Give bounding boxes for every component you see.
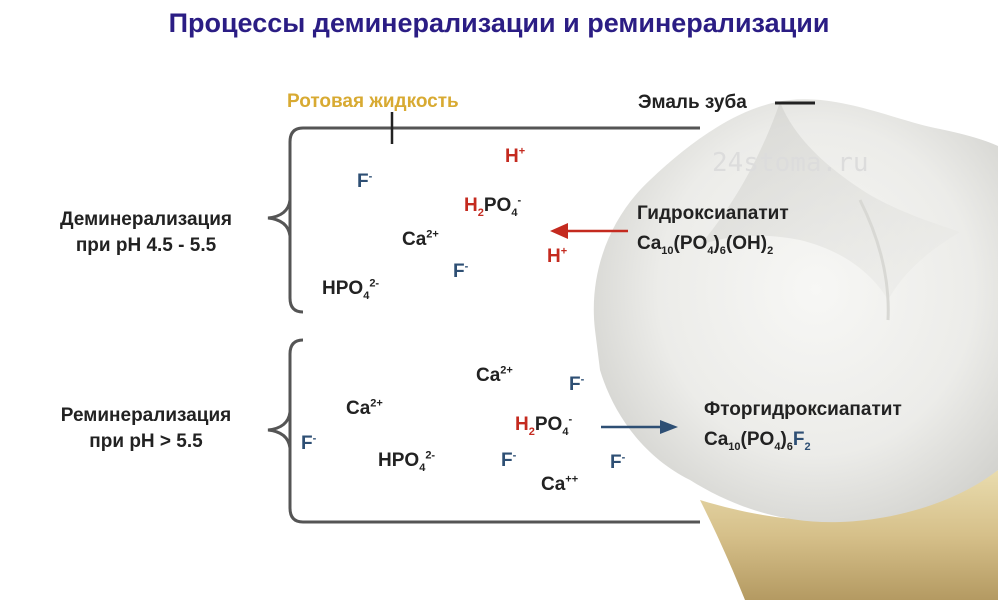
- tooth-root: [700, 470, 998, 600]
- ion-f-right: F-: [610, 451, 626, 473]
- fluorohydroxyapatite-formula: Ca10(PO4)6F2: [704, 429, 811, 453]
- ion-ca-left: Ca2+: [346, 397, 383, 419]
- fluorohydroxyapatite-name: Фторгидроксиапатит: [704, 399, 902, 420]
- ion-hpo4: HPO42-: [378, 449, 436, 474]
- ion-h-top: H+: [505, 145, 526, 167]
- remin-label-line2: при pH > 5.5: [89, 431, 203, 452]
- enamel-label: Эмаль зуба: [638, 92, 747, 113]
- remin-label-line1: Реминерализация: [60, 405, 232, 426]
- tooth-groove: [700, 102, 960, 300]
- ion-ca-low: Ca++: [541, 473, 579, 495]
- hydroxyapatite-formula: Ca10(PO4)6(OH)2: [637, 233, 774, 257]
- ion-h2po4: H2PO4-: [515, 413, 573, 438]
- ion-h2po4: H2PO4-: [464, 194, 522, 219]
- page-title: Процессы деминерализации и реминерализац…: [168, 8, 830, 38]
- ion-hpo4: HPO42-: [322, 277, 380, 302]
- ion-f-top: F-: [569, 373, 585, 395]
- tooth-crown: [593, 99, 998, 523]
- ion-h-mid: H+: [547, 245, 568, 267]
- ion-f-mid: F-: [453, 260, 469, 282]
- watermark: 24stoma.ru: [712, 148, 869, 178]
- demin-label-line1: Деминерализация: [60, 209, 232, 230]
- ion-f-edge: F-: [301, 432, 317, 454]
- ion-ca: Ca2+: [402, 228, 439, 250]
- demin-label-line2: при pH 4.5 - 5.5: [75, 235, 217, 256]
- ion-ca-top: Ca2+: [476, 364, 513, 386]
- ion-f-low: F-: [501, 449, 517, 471]
- ion-f-left: F-: [357, 170, 373, 192]
- hydroxyapatite-name: Гидроксиапатит: [637, 203, 789, 224]
- mouth-fluid-label: Ротовая жидкость: [287, 91, 459, 112]
